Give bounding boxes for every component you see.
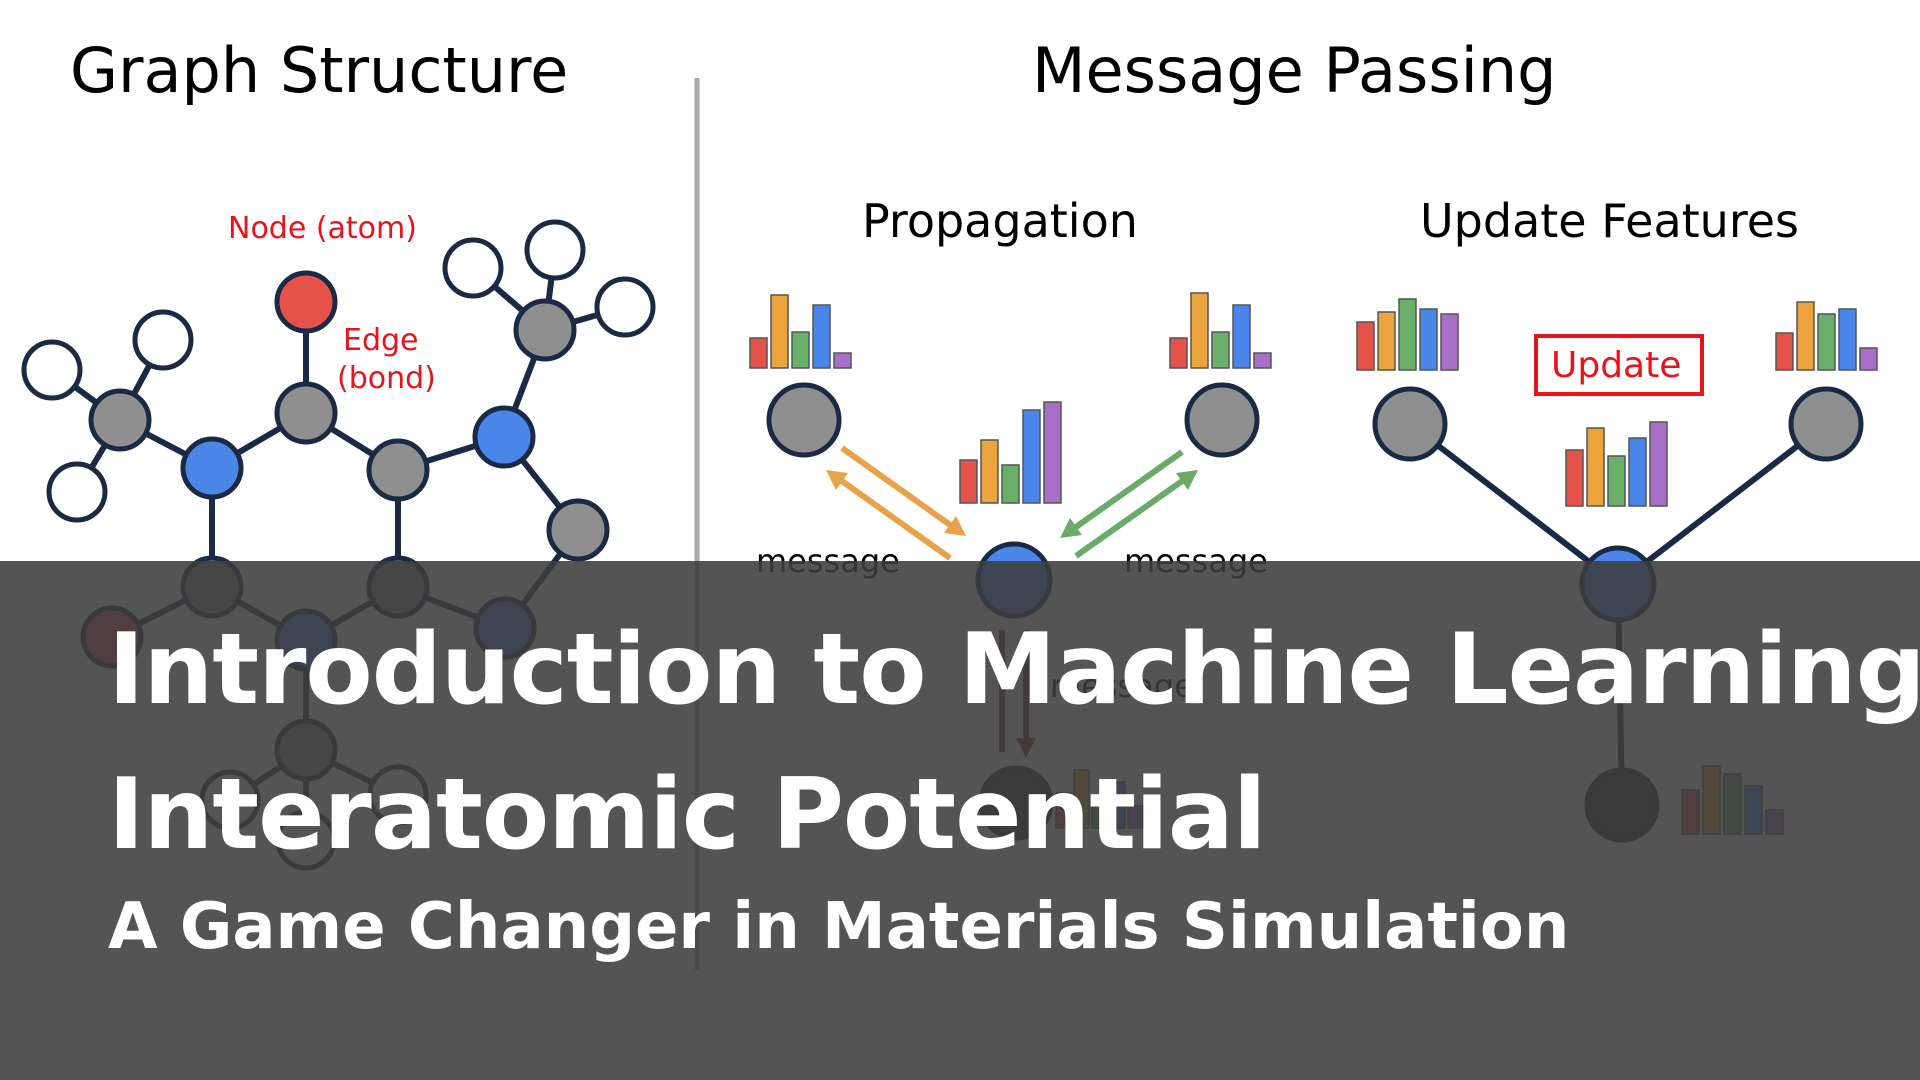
atom-node [513,298,577,362]
update-features-title: Update Features [1420,194,1799,248]
subtitle: A Game Changer in Materials Simulation [108,890,1570,964]
arrow-green-in-head [1060,518,1082,538]
node-atom-label: Node (atom) [228,211,417,246]
message-passing-title: Message Passing [1032,34,1557,107]
feature-vector [1169,292,1272,369]
atom-node [88,388,152,452]
atom-node-red [274,270,338,334]
atom-node [472,405,536,469]
feature-vector [1565,421,1668,507]
feature-vector [1775,301,1878,371]
title-line-1: Introduction to Machine Learning [108,613,1920,727]
arrow-orange-in [840,445,962,535]
feature-vector [749,294,852,369]
title-banner: Introduction to Machine Learning Interat… [0,561,1920,1080]
atom-node [524,219,586,281]
update-box [1534,334,1704,396]
propagation-title: Propagation [862,194,1138,248]
atom-node [442,237,504,299]
update-box-label: Update [1551,345,1681,386]
arrow-green-in [1064,449,1184,537]
edge-label-line2: (bond) [337,361,436,396]
arrow-green-out [1074,471,1194,559]
atom-node [180,436,244,500]
right-neighbor-node [1184,382,1260,458]
arrow-orange-in-head [944,516,966,536]
arrow-green-out-head [1176,470,1198,490]
title-line-2: Interatomic Potential [108,758,1266,872]
arrow-orange-out [830,471,952,561]
atom-node [366,438,430,502]
atom-node [132,309,194,371]
arrow-orange-out-head [826,470,848,490]
feature-vector [959,401,1062,504]
atom-node [21,339,83,401]
atom-node [274,381,338,445]
atom-node [546,498,610,562]
graph-structure-title: Graph Structure [70,34,568,107]
update-right-node [1788,386,1864,462]
update-left-node [1372,386,1448,462]
atom-node [46,461,108,523]
left-neighbor-node [766,382,842,458]
feature-vector [1356,298,1459,371]
atom-node [594,276,656,338]
edge-label-line1: Edge [343,323,419,358]
